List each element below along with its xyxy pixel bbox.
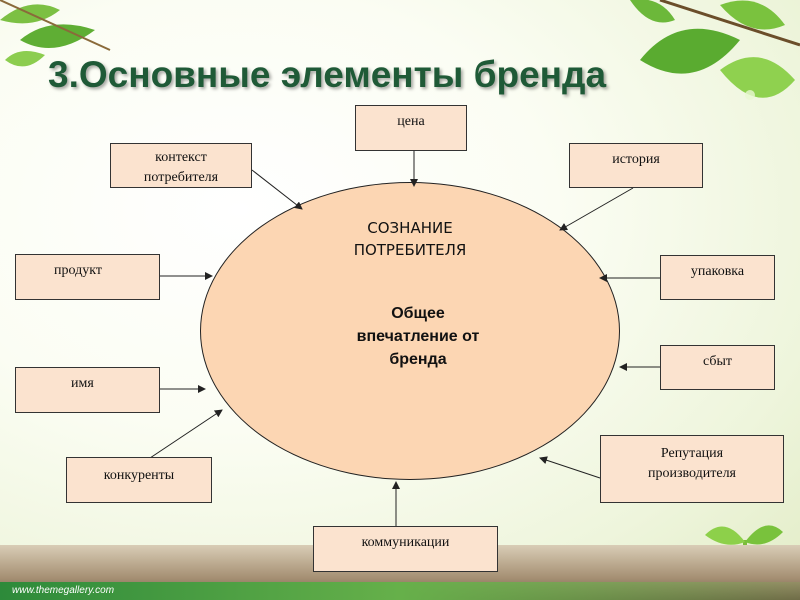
element-name-label: имя	[71, 376, 94, 391]
element-product-box: продукт	[15, 254, 160, 300]
arrow-history	[559, 187, 634, 231]
consumer-mind-line2: ПОТРЕБИТЕЛЯ	[353, 241, 467, 259]
element-name-box: имя	[15, 367, 160, 413]
element-packaging-box: упаковка	[660, 255, 775, 300]
element-price-box: цена	[355, 105, 467, 151]
element-reputation-line2: производителя	[648, 466, 736, 481]
arrow-competitors	[149, 409, 223, 459]
leaves-top-right-icon	[630, 0, 800, 100]
footer-url: www.themegallery.com	[12, 585, 115, 596]
element-product-label: продукт	[54, 263, 102, 278]
element-communications-box: коммуникации	[313, 526, 498, 572]
slide-title: 3.Основные элементы бренда	[48, 54, 607, 95]
element-reputation-line1: Репутация	[660, 446, 724, 461]
element-price-label: цена	[397, 114, 425, 129]
arrow-context	[251, 169, 303, 210]
element-sales-box: сбыт	[660, 345, 775, 390]
impression-line2: впечатление от	[356, 328, 480, 345]
consumer-mind-line1: СОЗНАНИЕ	[367, 219, 453, 237]
arrow-reputation	[539, 456, 601, 479]
impression-line3: бренда	[389, 351, 447, 368]
impression-line1: Общее	[391, 305, 445, 322]
element-context-box: контекст потребителя	[110, 143, 252, 188]
element-context-line1: контекст	[155, 150, 207, 165]
element-packaging-label: упаковка	[690, 264, 745, 279]
element-history-label: история	[612, 152, 660, 167]
element-reputation-box: Репутация производителя	[600, 435, 784, 503]
consumer-mind-label: СОЗНАНИЕ ПОТРЕБИТЕЛЯ	[310, 217, 510, 261]
element-context-line2: потребителя	[143, 170, 219, 185]
overall-impression-label: Общее впечатление от бренда	[318, 302, 518, 371]
element-communications-label: коммуникации	[361, 535, 450, 550]
element-history-box: история	[569, 143, 703, 188]
element-sales-label: сбыт	[702, 354, 733, 369]
leaves-top-left-icon	[0, 0, 111, 67]
consumer-mind-ellipse	[200, 182, 620, 480]
element-competitors-label: конкуренты	[103, 468, 175, 483]
element-competitors-box: конкуренты	[66, 457, 212, 503]
footer-bar	[0, 582, 800, 600]
